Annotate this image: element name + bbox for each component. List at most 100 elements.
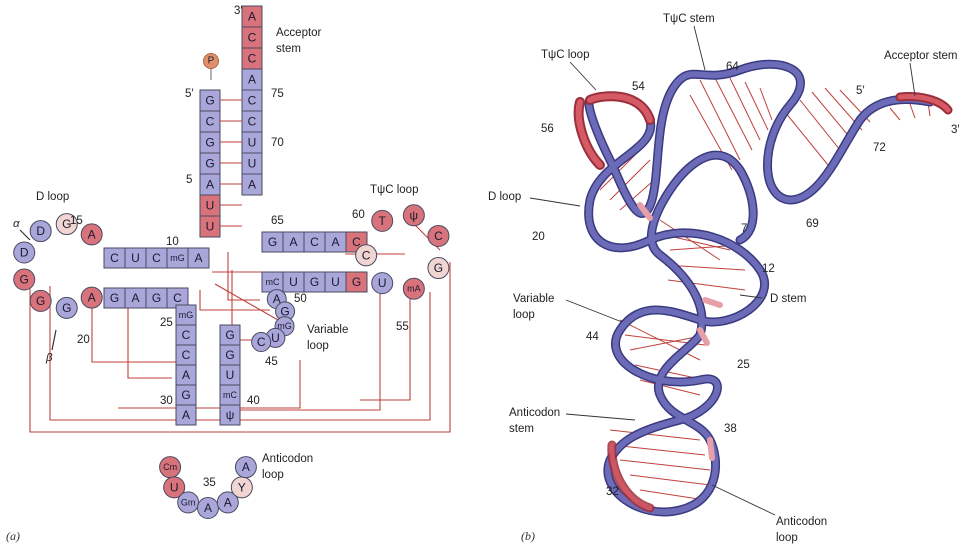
- acl-0-label: mG: [179, 310, 194, 320]
- b-num-72: 72: [873, 142, 886, 154]
- acc3-2-label: C: [248, 52, 257, 66]
- b-variable-leader: [566, 300, 622, 322]
- tbot-1-label: U: [289, 275, 298, 289]
- b-anticodon-loop-2: loop: [776, 532, 798, 544]
- b-anticodon-loop-1: Anticodon: [776, 516, 827, 528]
- tbot-0-label: mC: [266, 277, 280, 287]
- tpsic-loop-label: TψC loop: [370, 184, 418, 196]
- ttop-3-label: A: [331, 235, 339, 249]
- b-num-44: 44: [586, 331, 599, 343]
- tloop-3-label: G: [434, 261, 443, 275]
- acc3-8-label: A: [248, 178, 256, 192]
- alpha-arrow: [20, 230, 30, 240]
- ttop-2-label: C: [310, 235, 319, 249]
- caption-b: (b): [521, 529, 535, 543]
- dtop-4-label: A: [194, 251, 202, 265]
- variable-loop: AGmGUC: [252, 290, 295, 352]
- anticodon-label-1: Anticodon: [262, 453, 313, 465]
- three-prime-label: 3′: [234, 5, 243, 17]
- acloop-2-label: Gm: [181, 497, 196, 507]
- acceptor-5-strand: GCGGAUU: [200, 90, 220, 237]
- b-d-loop-leader: [530, 198, 580, 206]
- acc5-0-label: G: [205, 94, 214, 108]
- b-anticodon-stem-leader: [566, 414, 635, 420]
- anticodon-stem-left: mGCCAGA: [176, 305, 196, 425]
- alpha-label: α: [13, 218, 20, 230]
- b-acceptor-stem-label: Acceptor stem: [884, 50, 958, 62]
- acr-2-label: U: [226, 368, 235, 382]
- d-loop-label: D loop: [36, 191, 69, 203]
- b-anticodon-stem-1: Anticodon: [509, 407, 560, 419]
- num-65: 65: [271, 215, 284, 227]
- acceptor-label-2: stem: [276, 43, 301, 55]
- dloop-4-label: G: [20, 273, 29, 287]
- num-30: 30: [160, 395, 173, 407]
- b-num-25: 25: [737, 359, 750, 371]
- dbot-2-label: G: [152, 291, 161, 305]
- acc5-4-label: A: [206, 178, 214, 192]
- num-45: 45: [265, 356, 278, 368]
- dtop-0-label: C: [110, 251, 119, 265]
- dloop-5-label: G: [36, 294, 45, 308]
- d-stem-bottom: GAGC: [104, 288, 188, 308]
- tloop-6-label: T: [379, 214, 387, 228]
- acc3-4-label: C: [248, 94, 257, 108]
- acc3-3-label: A: [248, 73, 256, 87]
- num-75: 75: [271, 88, 284, 100]
- acloop-1-label: U: [170, 480, 179, 494]
- b-anticodon-loop-leader: [712, 485, 775, 515]
- panel-b-3d-structure: TψC loop TψC stem Acceptor stem 5′ 3′ D …: [488, 13, 960, 544]
- varloop-3-label: U: [271, 331, 280, 345]
- b-num-64: 64: [726, 61, 739, 73]
- acr-3-label: mC: [223, 390, 237, 400]
- tbot-2-label: G: [310, 275, 319, 289]
- b-anticodon-stem-2: stem: [509, 423, 534, 435]
- b-num-12: 12: [762, 263, 775, 275]
- acloop-0-label: Cm: [163, 462, 177, 472]
- b-d-loop-label: D loop: [488, 191, 521, 203]
- b-tpsic-loop-leader: [570, 62, 596, 90]
- dloop-7-label: A: [88, 291, 96, 305]
- b-d-stem-label: D stem: [770, 293, 806, 305]
- acl-1-label: C: [182, 328, 191, 342]
- backbone-tube: [579, 64, 948, 512]
- num-25: 25: [160, 317, 173, 329]
- dloop-6-label: G: [62, 301, 71, 315]
- t-stem-top: GACAC: [262, 232, 367, 252]
- acr-4-label: ψ: [226, 408, 235, 422]
- dloop-2-label: D: [36, 224, 45, 238]
- num-70: 70: [271, 137, 284, 149]
- five-prime-label: 5′: [185, 88, 194, 100]
- acceptor-base-pairs: [220, 100, 242, 226]
- acloop-5-label: Y: [238, 480, 246, 494]
- tloop-1-label: U: [378, 276, 387, 290]
- variable-label-2: loop: [307, 340, 329, 352]
- dbot-0-label: G: [110, 291, 119, 305]
- acc3-5-label: C: [248, 115, 257, 129]
- acl-5-label: A: [182, 408, 190, 422]
- b-num-54: 54: [632, 81, 645, 93]
- acloop-4-label: A: [224, 495, 232, 509]
- b-tpsic-loop-label: TψC loop: [541, 49, 589, 61]
- b-num-69: 69: [806, 218, 819, 230]
- num-50: 50: [294, 293, 307, 305]
- b-acceptor-leader: [910, 63, 915, 96]
- acceptor-label-1: Acceptor: [276, 27, 322, 39]
- varloop-4-label: C: [257, 335, 266, 349]
- b-variable-label-2: loop: [513, 309, 535, 321]
- tbot-4-label: G: [352, 275, 361, 289]
- b-tpsic-stem-label: TψC stem: [663, 13, 715, 25]
- num-55: 55: [396, 321, 409, 333]
- b-num-38: 38: [724, 423, 737, 435]
- b-five-prime: 5′: [856, 85, 865, 97]
- ttop-1-label: A: [289, 235, 297, 249]
- acl-3-label: A: [182, 368, 190, 382]
- dbot-1-label: A: [131, 291, 139, 305]
- tloop-4-label: C: [434, 229, 443, 243]
- tloop-5-label: ψ: [410, 208, 419, 222]
- acc5-5-label: U: [206, 199, 215, 213]
- dtop-3-label: mG: [170, 253, 185, 263]
- acloop-6-label: A: [242, 460, 250, 474]
